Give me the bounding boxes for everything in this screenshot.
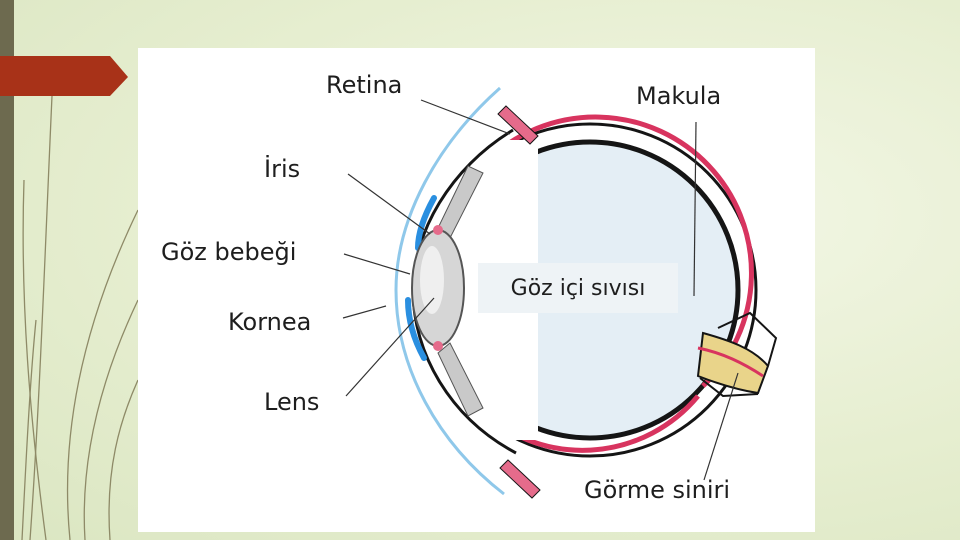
optic-nerve-sheath-bottom (699, 377, 759, 398)
label-goz-bebegi: Göz bebeği (161, 238, 297, 266)
label-goz-ici-sivisi: Göz içi sıvısı (510, 275, 646, 301)
label-goz-ici-sivisi-box: Göz içi sıvısı (478, 263, 678, 313)
iris-blue-lower (405, 297, 427, 361)
left-decor-bar (0, 0, 14, 540)
label-retina: Retina (326, 71, 403, 99)
zonule-lower (433, 341, 443, 351)
anterior-segment (408, 140, 538, 440)
label-iris: İris (264, 155, 301, 183)
lens-highlight (420, 246, 444, 314)
optic-nerve-vessel (697, 346, 764, 378)
accent-arrow-shape (0, 56, 128, 96)
eye-anatomy-diagram (342, 86, 778, 499)
optic-nerve-sheath-top (717, 311, 778, 367)
label-lens: Lens (264, 388, 320, 416)
diagram-panel: Retina Makula İris Göz bebeği Kornea Len… (138, 48, 815, 532)
decorative-lines (21, 95, 139, 540)
iris-lower (437, 342, 484, 417)
cornea-outer (394, 86, 505, 496)
muscle-upper (497, 105, 539, 145)
label-gorme-siniri: Görme siniri (584, 476, 731, 504)
leader-lines (342, 99, 739, 481)
retina-layer (486, 114, 754, 388)
muscle-lower (499, 459, 541, 499)
iris-blue-upper (415, 195, 437, 251)
optic-nerve (696, 331, 770, 395)
label-kornea: Kornea (228, 308, 312, 336)
label-makula: Makula (636, 82, 722, 110)
zonule-upper (433, 225, 443, 235)
